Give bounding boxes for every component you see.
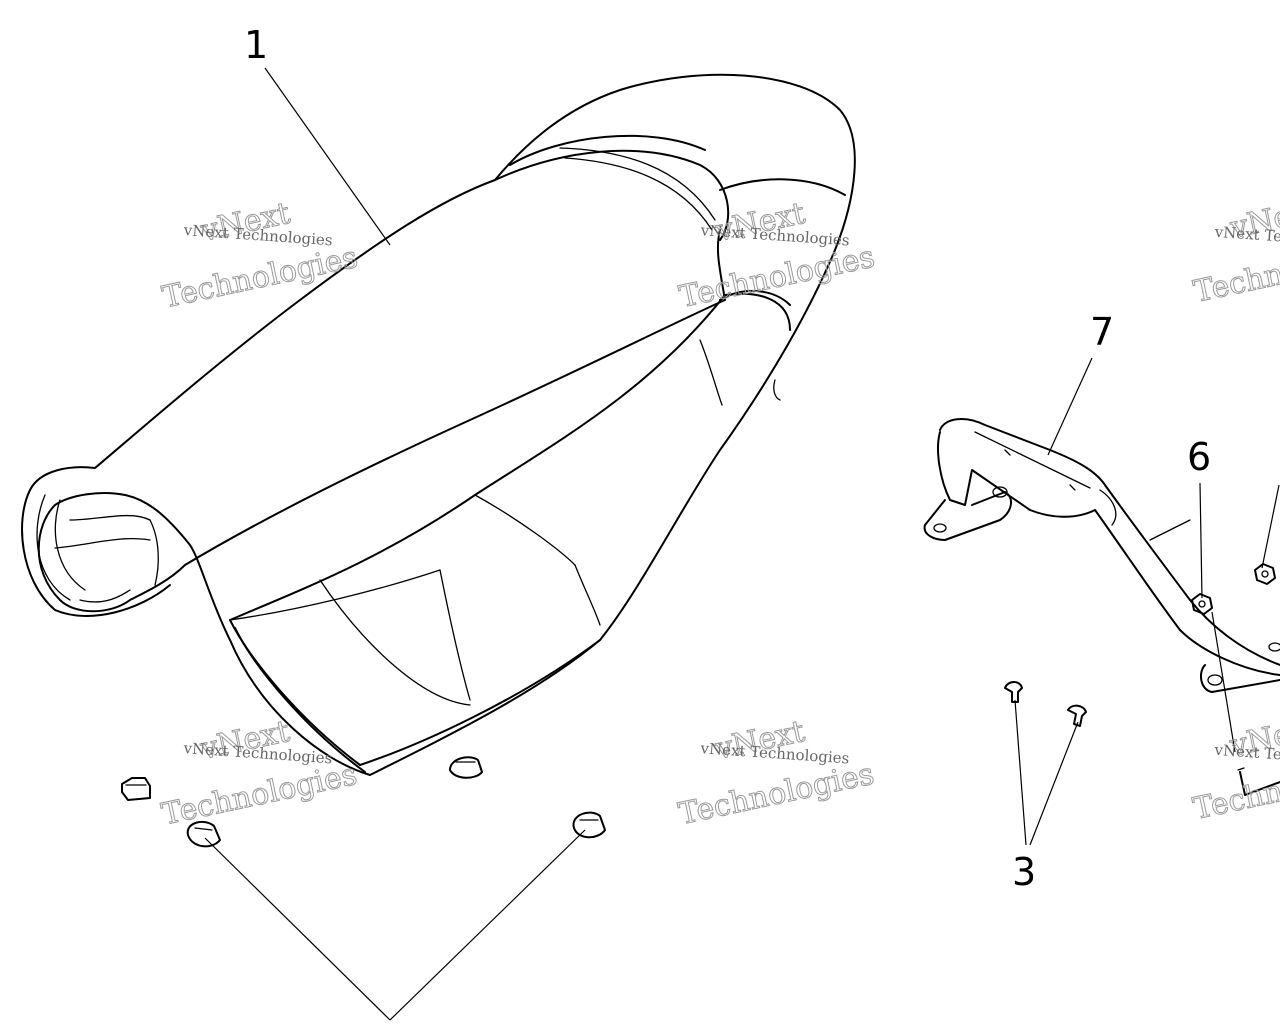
leader-3-a xyxy=(1014,699,1027,846)
leader-3-b xyxy=(1029,721,1079,846)
callout-6: 6 xyxy=(1187,435,1211,479)
seat-outline xyxy=(29,73,856,776)
bumper-lower-right xyxy=(572,811,606,839)
bolt-far-right xyxy=(1237,767,1280,796)
bumper-center xyxy=(449,756,483,779)
watermark-3: vNext vNext Technologies Technologies xyxy=(1190,192,1280,310)
bolt-left xyxy=(1004,681,1023,703)
leader-bumper-a xyxy=(204,837,391,1021)
leader-bumper-b xyxy=(389,829,586,1021)
svg-text:Technologies: Technologies xyxy=(1191,234,1280,310)
callout-1: 1 xyxy=(244,23,268,67)
seat-pillion-hump xyxy=(494,149,730,241)
svg-text:Technologies: Technologies xyxy=(159,757,360,833)
seat-assembly xyxy=(21,73,856,776)
watermark-4: vNext vNext Technologies Technologies xyxy=(158,714,360,834)
watermark-1: vNext vNext Technologies Technologies xyxy=(159,195,361,316)
watermark-5: vNext vNext Technologies Technologies xyxy=(675,714,877,833)
leader-6-lower xyxy=(1211,611,1236,753)
svg-text:vNext Technologies: vNext Technologies xyxy=(1213,223,1280,251)
nut-right xyxy=(1254,563,1276,585)
leader-lines xyxy=(204,67,1280,1021)
bumper-left xyxy=(121,777,151,801)
svg-text:Technologies: Technologies xyxy=(676,757,877,833)
grab-rail xyxy=(923,418,1280,693)
callout-7: 7 xyxy=(1090,310,1114,354)
leader-7 xyxy=(1047,357,1093,456)
leader-right-nut xyxy=(1261,484,1280,569)
seat-top-panel xyxy=(184,229,726,566)
leader-6 xyxy=(1199,482,1203,599)
nut-6 xyxy=(1191,593,1213,615)
leader-1 xyxy=(264,67,391,246)
seat-front-opening xyxy=(21,489,171,617)
svg-text:vNext Technologies: vNext Technologies xyxy=(1213,741,1280,769)
watermark-6: vNext vNext Technologies Technologies xyxy=(1190,710,1280,827)
svg-text:Technologies: Technologies xyxy=(159,240,360,316)
callout-3: 3 xyxy=(1012,850,1036,894)
grab-rail-tube-lower xyxy=(937,431,1280,676)
grab-rail-tube-upper xyxy=(939,418,1280,666)
bumper-lower-left xyxy=(186,820,221,848)
seat-side-seam xyxy=(229,292,791,621)
seat-bumpers xyxy=(121,756,606,848)
